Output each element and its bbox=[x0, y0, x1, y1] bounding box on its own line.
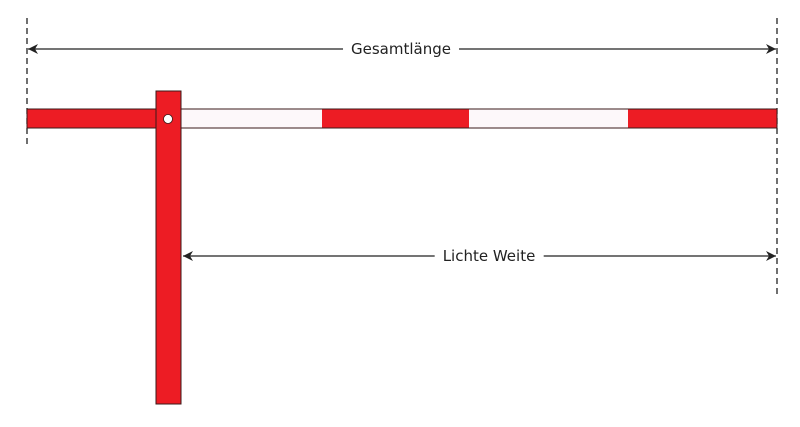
boom-segment-white bbox=[181, 109, 322, 128]
boom-arm bbox=[26, 108, 778, 129]
boom-segment-red bbox=[26, 108, 778, 129]
clear-width-label: Lichte Weite bbox=[434, 247, 544, 265]
barrier-post bbox=[155, 90, 182, 405]
total-length-label: Gesamtlänge bbox=[343, 40, 459, 58]
pivot-hole bbox=[163, 114, 173, 124]
boom-segment-white bbox=[469, 109, 628, 128]
